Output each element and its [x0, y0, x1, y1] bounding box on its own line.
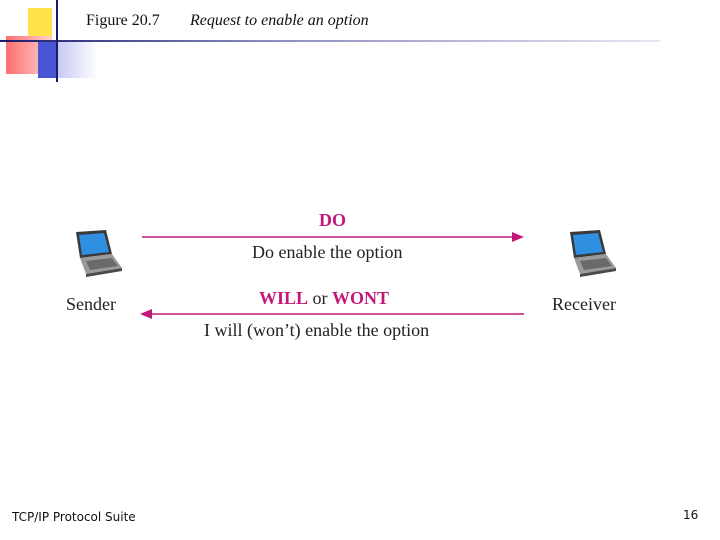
wont-command-label: WONT: [332, 288, 390, 308]
do-command-label: DO: [319, 210, 346, 230]
laptop-icon: [570, 230, 616, 277]
page-number: 16: [683, 508, 699, 522]
laptop-icon: [76, 230, 122, 277]
receiver-label: Receiver: [552, 294, 616, 314]
sender-label: Sender: [66, 294, 116, 314]
decor-blue-fade: [58, 42, 98, 78]
footer-suite: TCP/IP Protocol Suite: [12, 510, 136, 524]
decor-blue-block: [38, 42, 58, 78]
or-word: or: [312, 288, 328, 308]
figure-title: Request to enable an option: [190, 12, 369, 29]
do-meaning-label: Do enable the option: [252, 242, 403, 262]
will-meaning-label: I will (won’t) enable the option: [204, 320, 430, 340]
will-wont-label: WILL or WONT: [259, 288, 389, 309]
do-arrow-head: [512, 232, 524, 242]
decor-horizontal-line: [0, 40, 660, 42]
decor-yellow-block: [28, 8, 52, 36]
will-arrow-head: [140, 309, 152, 319]
decor-vertical-line: [56, 0, 58, 82]
will-command-label: WILL: [259, 288, 309, 308]
figure-number: Figure 20.7: [86, 12, 160, 29]
